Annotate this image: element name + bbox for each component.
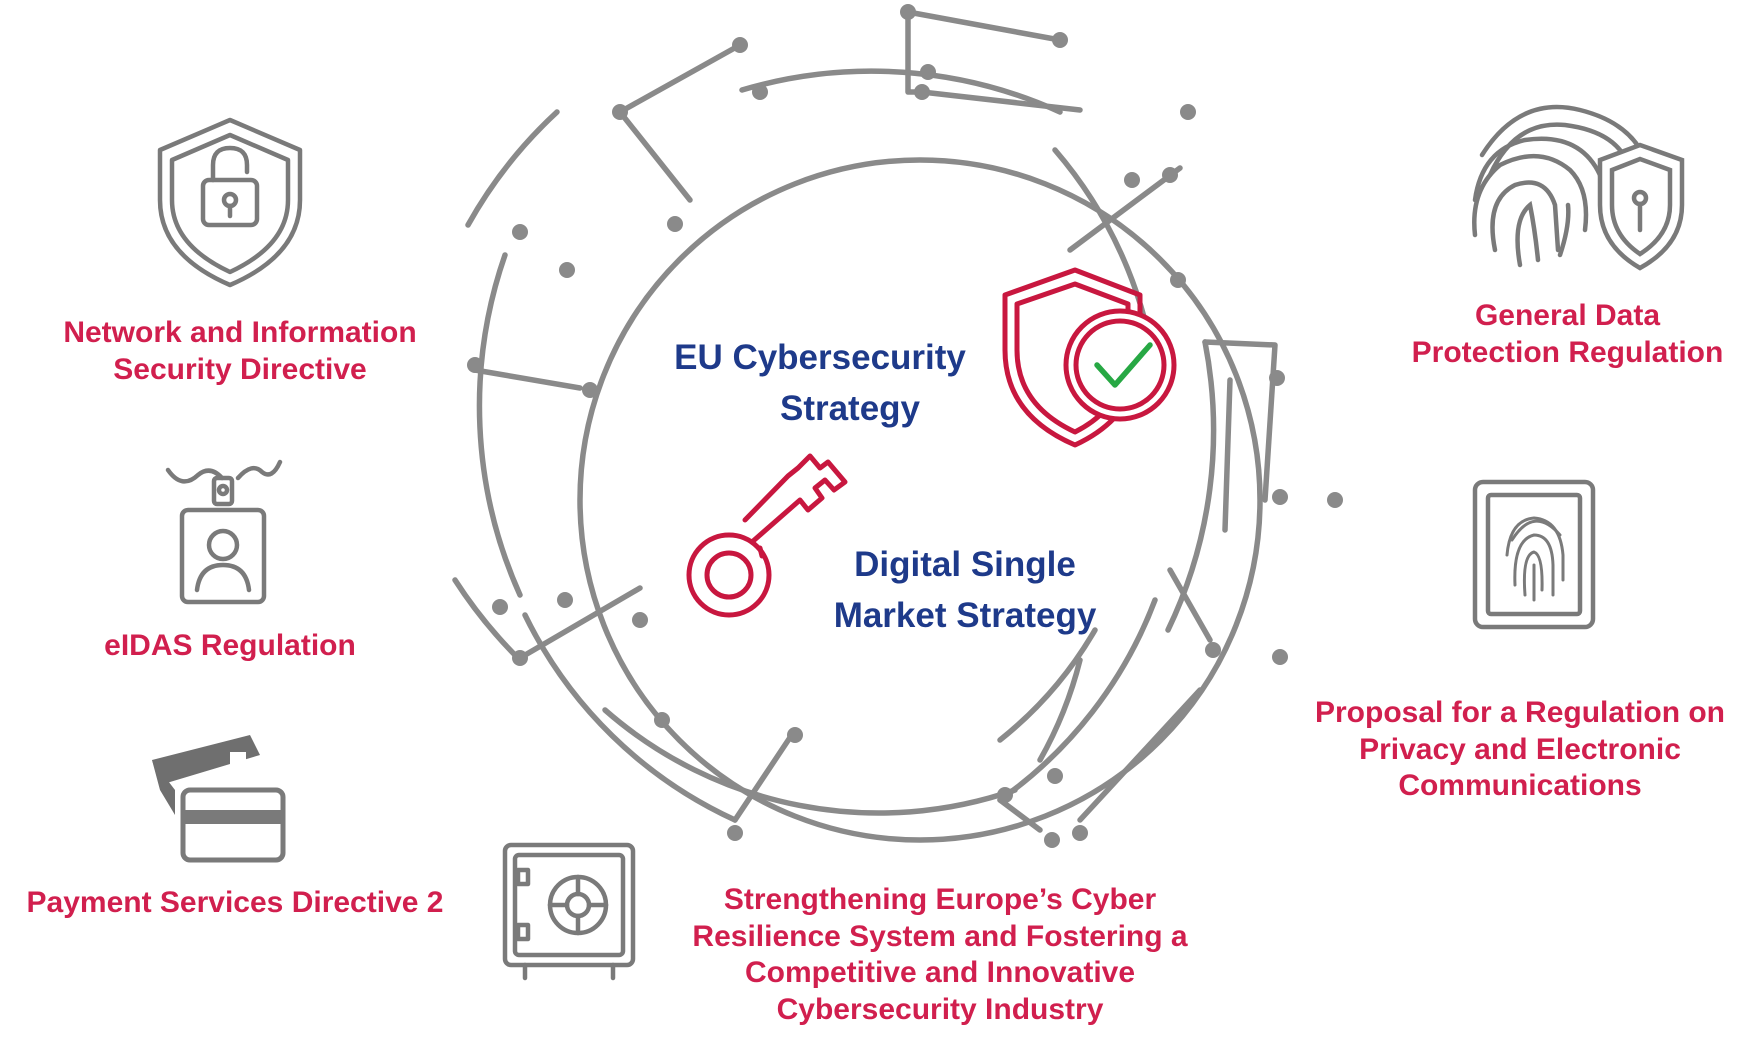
label-line: EU Cybersecurity	[674, 338, 966, 377]
label-line: eIDAS Regulation	[104, 629, 356, 662]
label-line: General Data	[1474, 299, 1661, 332]
digital-single-market-strategy-label: Digital Single Market Strategy	[805, 540, 1125, 642]
cyber-resilience-label: Strengthening Europe’s Cyber Resilience …	[660, 882, 1220, 1028]
psd2-label: Payment Services Directive 2	[0, 885, 470, 922]
fingerprint-tablet-icon	[1472, 479, 1596, 630]
label-line: Proposal for a Regulation on	[1314, 696, 1726, 729]
label-line: Strategy	[779, 388, 921, 428]
id-badge-icon	[165, 459, 283, 605]
credit-cards-icon	[152, 735, 286, 863]
label-line: Strengthening Europe’s Cyber	[723, 883, 1157, 916]
shield-check-icon	[1002, 267, 1177, 448]
eprivacy-proposal-label: Proposal for a Regulation on Privacy and…	[1290, 695, 1750, 805]
safe-icon	[502, 842, 636, 981]
label-line: Protection Regulation	[1411, 335, 1724, 369]
key-icon	[686, 453, 848, 618]
fingerprint-shield-icon	[1472, 104, 1685, 271]
label-line: Security Directive	[113, 352, 367, 386]
label-line: Resilience System and Fostering a	[692, 919, 1188, 953]
nis-directive-label: Network and Information Security Directi…	[20, 315, 460, 388]
label-line: Privacy and Electronic	[1359, 732, 1681, 766]
gdpr-label: General Data Protection Regulation	[1385, 298, 1750, 371]
shield-lock-icon	[157, 117, 303, 288]
label-line: Digital Single	[854, 545, 1076, 584]
label-line: Competitive and Innovative	[744, 956, 1136, 990]
label-line: Market Strategy	[833, 595, 1097, 635]
label-line: Cybersecurity Industry	[776, 992, 1104, 1026]
label-line: Payment Services Directive 2	[26, 886, 444, 919]
label-line: Communications	[1398, 769, 1642, 803]
label-line: Network and Information	[63, 316, 417, 349]
eidas-regulation-label: eIDAS Regulation	[60, 628, 400, 665]
eu-cybersecurity-strategy-label: EU Cybersecurity Strategy	[650, 333, 990, 435]
